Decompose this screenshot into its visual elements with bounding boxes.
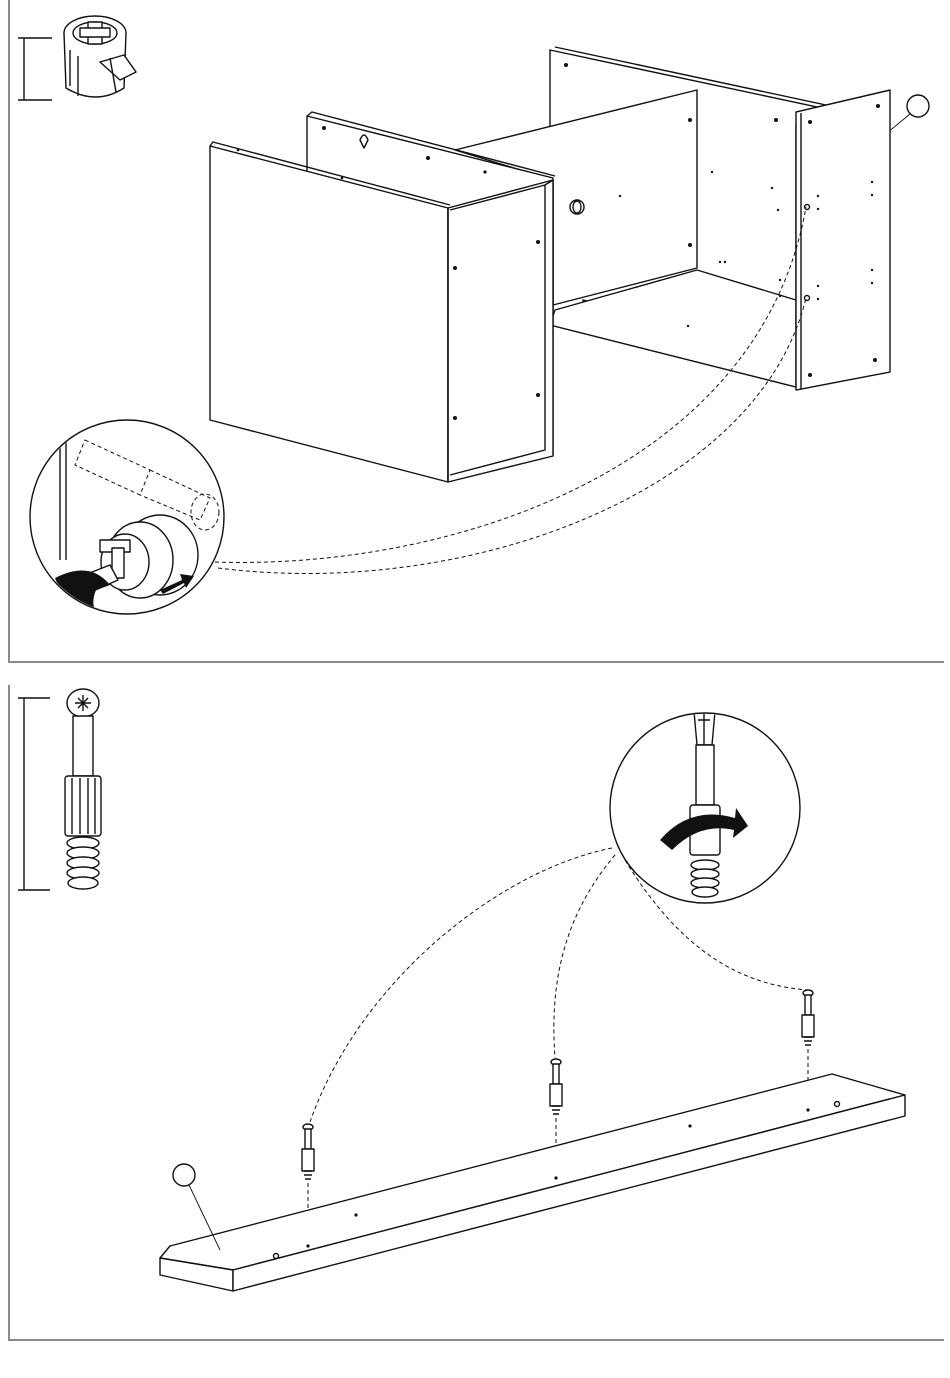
step-a-detail-circle: [20, 420, 224, 622]
right-side-panel: [796, 90, 890, 390]
step-b-frame: [9, 685, 944, 1340]
thread: [67, 837, 99, 889]
bottom-panel: [160, 1074, 905, 1291]
step-b-detail-circle: [610, 700, 800, 903]
cam-lock-icon: [64, 16, 136, 97]
cam-lock-size-bracket: [18, 38, 52, 100]
dowel-screw-size-bracket: [18, 698, 50, 890]
cabinet-carcass: [210, 47, 890, 482]
front-side-panel: [448, 180, 553, 482]
cam-dowel-screw-icon: [65, 689, 101, 889]
